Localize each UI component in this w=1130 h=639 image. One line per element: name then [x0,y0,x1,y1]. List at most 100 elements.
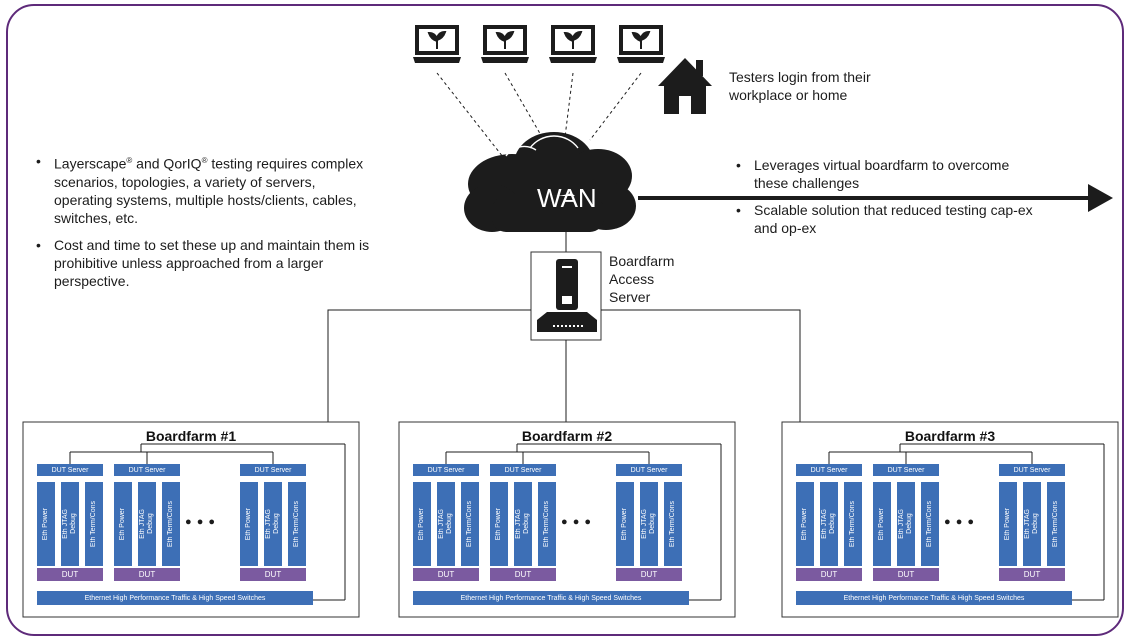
laptop-icon [617,25,665,63]
port-label: Eth Power [42,507,49,541]
port-column: Eth Term/Cons [85,482,103,566]
port-label: Eth Term/Cons [543,500,550,548]
port-label: Eth Power [621,507,628,541]
laptop-connection-lines [436,72,642,158]
boardfarm-title: Boardfarm #2 [521,428,613,444]
dut-server-box: DUT Server [999,464,1065,476]
port-column: Eth JTAG Debug [61,482,79,566]
laptop-icon [549,25,597,63]
port-column: Eth Power [114,482,132,566]
testers-caption: Testers login from their workplace or ho… [729,68,871,104]
port-label: Eth Power [801,507,808,541]
port-column: Eth Term/Cons [844,482,862,566]
port-label: Eth Power [878,507,885,541]
dut-box: DUT [413,568,479,581]
port-label: Eth Term/Cons [167,500,174,548]
dut-box: DUT [796,568,862,581]
access-server-label-line: Boardfarm [609,253,675,269]
access-server-label-line: Server [609,289,651,305]
testers-caption-line1: Testers login from their [729,69,871,85]
laptop-icon [413,25,461,63]
bullet-text-part: complex scenarios, topologies, a variety… [54,155,364,226]
port-column: Eth Power [796,482,814,566]
port-column: Eth JTAG Debug [897,482,915,566]
port-column: Eth Term/Cons [288,482,306,566]
boardfarm-title: Boardfarm #1 [145,428,237,444]
port-column: Eth Power [240,482,258,566]
port-label: Eth JTAG Debug [821,509,836,539]
port-label: Eth Term/Cons [926,500,933,548]
laptop-icons [413,25,665,63]
registered-mark: ® [126,156,133,165]
port-label: Eth Power [119,507,126,541]
port-label: Eth Term/Cons [90,500,97,548]
dut-server-box: DUT Server [796,464,862,476]
port-column: Eth Term/Cons [1047,482,1065,566]
registered-mark: ® [201,156,208,165]
outer-frame [6,4,1124,636]
port-label: Eth JTAG Debug [898,509,913,539]
ellipsis-dots: ● ● ● [561,516,593,528]
right-bullet-list: Leverages virtual boardfarm to overcome … [734,156,1044,246]
laptop-icon [481,25,529,63]
port-column: Eth JTAG Debug [138,482,156,566]
access-server-label-line: Access [609,271,655,287]
port-column: Eth JTAG Debug [264,482,282,566]
dut-server-box: DUT Server [616,464,682,476]
port-column: Eth Term/Cons [538,482,556,566]
dut-server-box: DUT Server [490,464,556,476]
port-column: Eth Term/Cons [461,482,479,566]
dut-box: DUT [616,568,682,581]
switch-bar: Ethernet High Performance Traffic & High… [413,591,689,605]
left-bullet-item: Cost and time to set these up and mainta… [34,236,376,290]
dut-box: DUT [114,568,180,581]
port-column: Eth Power [490,482,508,566]
right-bullet-item: Scalable solution that reduced testing c… [734,201,1044,237]
port-label: Eth JTAG Debug [438,509,453,539]
right-bullet-item: Leverages virtual boardfarm to overcome … [734,156,1044,192]
server-icon [530,251,602,341]
port-column: Eth Power [616,482,634,566]
dut-server-box: DUT Server [240,464,306,476]
port-column: Eth JTAG Debug [640,482,658,566]
port-column: Eth Term/Cons [162,482,180,566]
dut-server-box: DUT Server [413,464,479,476]
left-bullet-item: Layerscape® and QorIQ® testing requires … [34,152,376,227]
bullet-text-part: testing requires [207,155,308,172]
ellipsis-dots: ● ● ● [944,516,976,528]
port-column: Eth Power [37,482,55,566]
port-label: Eth Term/Cons [1052,500,1059,548]
port-column: Eth JTAG Debug [820,482,838,566]
dut-box: DUT [37,568,103,581]
port-column: Eth Power [873,482,891,566]
switch-bar: Ethernet High Performance Traffic & High… [796,591,1072,605]
port-label: Eth JTAG Debug [1024,509,1039,539]
wan-cloud-icon [464,132,636,232]
boardfarm-title: Boardfarm #3 [904,428,996,444]
port-column: Eth JTAG Debug [437,482,455,566]
port-label: Eth Term/Cons [293,500,300,548]
bullet-text-part: and QorIQ [132,155,202,172]
port-label: Eth JTAG Debug [265,509,280,539]
dut-server-box: DUT Server [37,464,103,476]
port-label: Eth JTAG Debug [62,509,77,539]
dut-server-box: DUT Server [114,464,180,476]
port-label: Eth Term/Cons [466,500,473,548]
dut-box: DUT [240,568,306,581]
port-label: Eth JTAG Debug [515,509,530,539]
port-label: Eth Power [245,507,252,541]
dut-box: DUT [873,568,939,581]
dut-box: DUT [999,568,1065,581]
wan-label: WAN [537,183,597,213]
port-column: Eth Term/Cons [921,482,939,566]
dut-box: DUT [490,568,556,581]
boardfarm-wiring [69,443,1105,601]
house-icon [658,58,712,114]
port-label: Eth JTAG Debug [641,509,656,539]
port-label: Eth Term/Cons [849,500,856,548]
port-column: Eth JTAG Debug [514,482,532,566]
port-label: Eth Power [418,507,425,541]
cloud-inner-outline [505,135,579,157]
port-label: Eth Term/Cons [669,500,676,548]
right-arrow [638,184,1113,212]
